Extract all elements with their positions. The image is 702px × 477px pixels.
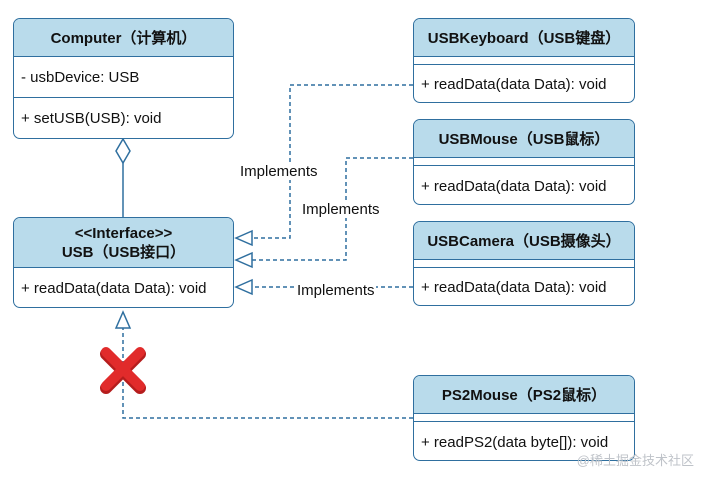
camera-method: + readData(data Data): void <box>421 279 607 296</box>
ps2mouse-methods: + readPS2(data byte[]): void <box>414 422 634 460</box>
mouse-implements-line <box>250 157 413 261</box>
keyboard-methods: + readData(data Data): void <box>414 65 634 102</box>
ps2-mouse-class: PS2Mouse（PS2鼠标） + readPS2(data byte[]): … <box>413 375 635 461</box>
usb-mouse-class: USBMouse（USB鼠标） + readData(data Data): v… <box>413 119 635 205</box>
camera-class-header: USBCamera（USB摄像头） <box>414 222 634 260</box>
mouse-methods: + readData(data Data): void <box>414 166 634 204</box>
ps2mouse-class-name: PS2Mouse（PS2鼠标） <box>441 387 607 404</box>
mouse-implements-arrowhead <box>234 251 253 269</box>
keyboard-class-name: USBKeyboard（USB键盘） <box>427 30 621 47</box>
camera-implements-arrowhead <box>234 278 253 296</box>
computer-attribute: - usbDevice: USB <box>21 68 140 86</box>
mouse-class-name: USBMouse（USB鼠标） <box>438 131 610 148</box>
camera-implements-label: Implements <box>296 282 376 299</box>
mouse-method: + readData(data Data): void <box>421 177 607 195</box>
watermark: @稀土掘金技术社区 <box>576 453 694 468</box>
usb-class-name: USB（USB接口） <box>61 243 186 261</box>
usb-camera-class: USBCamera（USB摄像头） + readData(data Data):… <box>413 221 635 306</box>
usb-method: + readData(data Data): void <box>21 280 207 297</box>
ps2mouse-method: + readPS2(data byte[]): void <box>421 433 609 451</box>
aggregation-diamond <box>115 137 131 165</box>
keyboard-attributes <box>414 57 634 65</box>
keyboard-implements-line <box>250 84 413 239</box>
computer-method: + setUSB(USB): void <box>21 109 162 127</box>
mouse-implements-label: Implements <box>301 201 381 218</box>
ps2-invalid-line <box>122 328 413 419</box>
computer-class: Computer（计算机） - usbDevice: USB + setUSB(… <box>13 18 234 139</box>
computer-class-name: Computer（计算机） <box>50 30 197 47</box>
computer-methods: + setUSB(USB): void <box>14 98 233 138</box>
computer-class-header: Computer（计算机） <box>14 19 233 57</box>
mouse-class-header: USBMouse（USB鼠标） <box>414 120 634 158</box>
usb-class-header: <<Interface>> USB（USB接口） <box>14 218 233 268</box>
usb-methods: + readData(data Data): void <box>14 268 233 307</box>
camera-class-name: USBCamera（USB摄像头） <box>427 233 621 250</box>
keyboard-class-header: USBKeyboard（USB键盘） <box>414 19 634 57</box>
usb-keyboard-class: USBKeyboard（USB键盘） + readData(data Data)… <box>413 18 635 103</box>
invalid-cross-icon <box>100 347 146 394</box>
camera-attributes <box>414 260 634 268</box>
usb-interface-class: <<Interface>> USB（USB接口） + readData(data… <box>13 217 234 308</box>
computer-attributes: - usbDevice: USB <box>14 57 233 98</box>
keyboard-implements-arrowhead <box>234 229 253 247</box>
mouse-attributes <box>414 158 634 166</box>
ps2-invalid-arrowhead <box>114 310 132 329</box>
ps2mouse-class-header: PS2Mouse（PS2鼠标） <box>414 376 634 414</box>
keyboard-implements-label: Implements <box>239 163 319 180</box>
keyboard-method: + readData(data Data): void <box>421 76 607 93</box>
camera-methods: + readData(data Data): void <box>414 268 634 305</box>
ps2mouse-attributes <box>414 414 634 422</box>
usb-stereotype: <<Interface>> <box>74 224 173 242</box>
